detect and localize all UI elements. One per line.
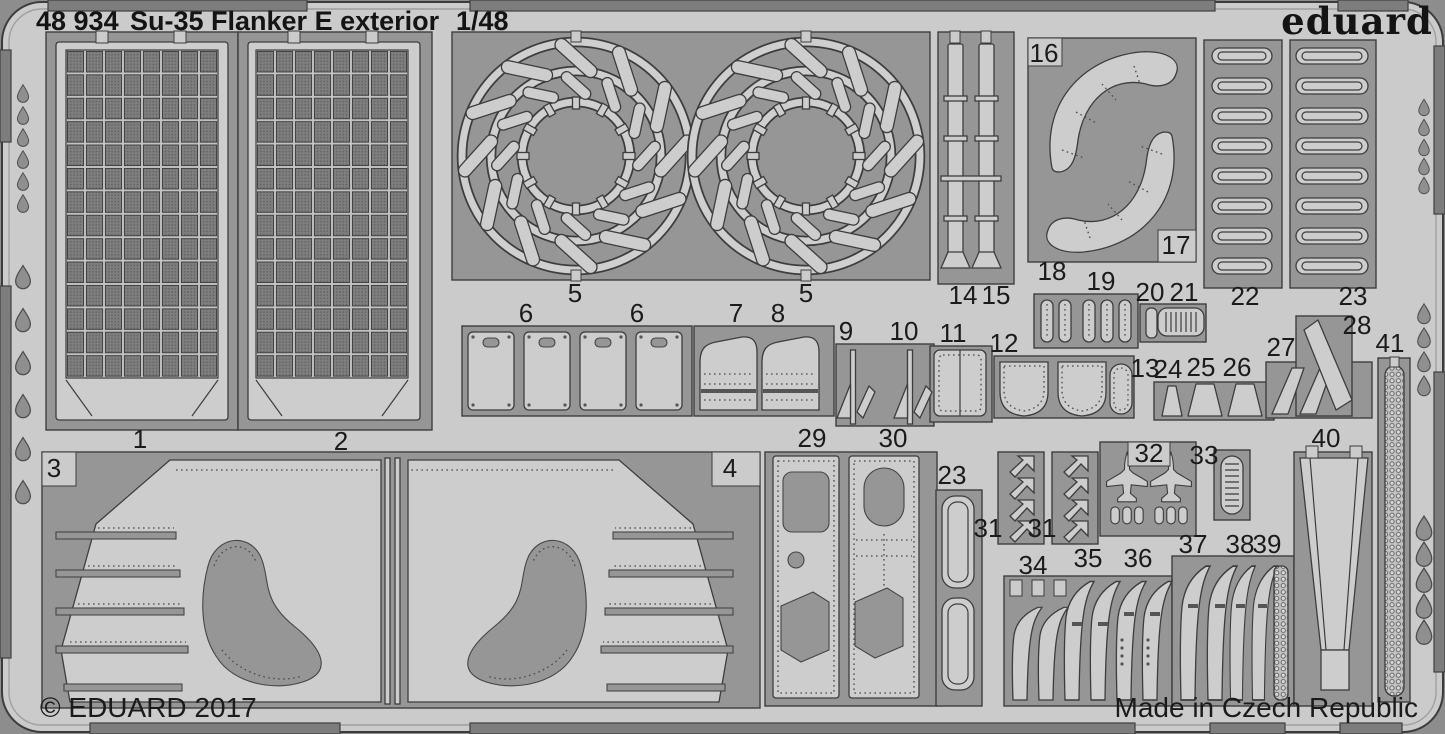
part-ribbed-21 bbox=[1157, 307, 1205, 337]
part-beaded-strip-41 bbox=[1384, 356, 1405, 697]
fan-tab bbox=[800, 30, 812, 43]
label-notch-17 bbox=[1157, 229, 1197, 263]
label-notch-32 bbox=[1127, 441, 1171, 467]
part-label-23b: 23 bbox=[938, 460, 967, 490]
part-label-30: 30 bbox=[879, 423, 908, 453]
part-label-31a: 31 bbox=[974, 513, 1003, 543]
part-label-33: 33 bbox=[1190, 440, 1219, 470]
made-in-text: Made in Czech Republic bbox=[1115, 692, 1419, 723]
label-notch-16 bbox=[1027, 37, 1063, 67]
part-door-30 bbox=[848, 455, 920, 699]
part-label-10: 10 bbox=[890, 316, 919, 346]
part-number-labels: 1 2 3 4 5 5 6 6 7 8 9 10 11 12 13 14 15 … bbox=[47, 38, 1405, 580]
part-label-31b: 31 bbox=[1028, 513, 1057, 543]
part-label-29: 29 bbox=[798, 423, 827, 453]
part-label-11: 11 bbox=[940, 318, 967, 348]
part-label-17: 17 bbox=[1162, 230, 1191, 260]
catalog-number: 48 934 bbox=[36, 6, 119, 36]
part-label-37: 37 bbox=[1179, 529, 1208, 559]
part-blades-37 bbox=[1179, 565, 1238, 701]
part-label-3: 3 bbox=[47, 453, 61, 483]
part-slats-18-19 bbox=[1040, 299, 1132, 343]
part-label-24: 24 bbox=[1154, 354, 1183, 384]
part-label-22: 22 bbox=[1231, 281, 1260, 311]
part-divider-strip bbox=[394, 457, 401, 705]
part-label-4: 4 bbox=[723, 453, 737, 483]
part-label-2: 2 bbox=[334, 426, 348, 456]
fan-tab bbox=[570, 269, 582, 282]
copyright-text: © EDUARD 2017 bbox=[40, 692, 257, 723]
part-panel-8 bbox=[761, 336, 820, 411]
part-label-35: 35 bbox=[1074, 543, 1103, 573]
part-beaded-strip-39 bbox=[1273, 565, 1289, 701]
scale-label: 1/48 bbox=[456, 6, 509, 36]
part-label-19: 19 bbox=[1087, 266, 1116, 296]
part-label-27: 27 bbox=[1267, 332, 1296, 362]
part-label-25: 25 bbox=[1187, 352, 1216, 382]
part-oval-13 bbox=[1109, 363, 1133, 415]
part-funnel-40 bbox=[1299, 445, 1369, 691]
part-label-13: 13 bbox=[1131, 353, 1160, 383]
part-label-16: 16 bbox=[1030, 38, 1059, 68]
part-label-6b: 6 bbox=[630, 298, 644, 328]
part-mesh-grille-2 bbox=[247, 30, 421, 421]
part-label-5b: 5 bbox=[799, 278, 813, 308]
part-label-18: 18 bbox=[1038, 256, 1067, 286]
part-blades-38 bbox=[1229, 565, 1279, 701]
part-label-9: 9 bbox=[839, 316, 853, 346]
fan-tab bbox=[800, 269, 812, 282]
part-label-6a: 6 bbox=[519, 298, 533, 328]
part-label-32: 32 bbox=[1135, 438, 1164, 468]
part-slat-20 bbox=[1145, 307, 1158, 339]
part-diagonal-28 bbox=[1303, 319, 1353, 411]
part-label-1: 1 bbox=[133, 424, 147, 454]
part-label-20: 20 bbox=[1136, 277, 1165, 307]
label-notch-3 bbox=[41, 451, 77, 487]
part-label-38: 38 bbox=[1226, 529, 1255, 559]
part-mesh-grille-1 bbox=[55, 30, 229, 421]
fan-tab bbox=[570, 30, 582, 43]
part-label-7: 7 bbox=[729, 298, 743, 328]
part-label-14: 14 bbox=[949, 280, 978, 310]
part-label-39: 39 bbox=[1253, 529, 1282, 559]
part-panel-11 bbox=[933, 349, 987, 417]
part-label-12: 12 bbox=[990, 328, 1019, 358]
part-panel-7 bbox=[699, 336, 758, 411]
part-label-34: 34 bbox=[1019, 550, 1048, 580]
part-blades-36 bbox=[1115, 580, 1173, 701]
part-label-23a: 23 bbox=[1339, 281, 1368, 311]
product-title: Su-35 Flanker E exterior bbox=[130, 6, 440, 36]
part-label-28: 28 bbox=[1343, 310, 1372, 340]
part-label-41: 41 bbox=[1376, 328, 1405, 358]
part-trapezoids-24-26 bbox=[1161, 383, 1263, 417]
label-notch-4 bbox=[711, 451, 761, 487]
part-label-40: 40 bbox=[1312, 423, 1341, 453]
part-label-26: 26 bbox=[1223, 352, 1252, 382]
part-slats-23-mid bbox=[941, 495, 975, 691]
part-label-8: 8 bbox=[771, 298, 785, 328]
part-ribbed-oval-33 bbox=[1220, 455, 1244, 515]
part-label-21: 21 bbox=[1170, 277, 1199, 307]
eduard-logo: eduard bbox=[1281, 0, 1433, 43]
part-door-29 bbox=[772, 455, 840, 699]
part-strips-14-15 bbox=[940, 30, 1002, 269]
part-blades-34 bbox=[1009, 579, 1069, 701]
part-blades-35 bbox=[1063, 580, 1121, 701]
part-label-36: 36 bbox=[1124, 543, 1153, 573]
part-label-15: 15 bbox=[982, 280, 1011, 310]
part-divider-strip bbox=[384, 457, 391, 705]
part-label-5a: 5 bbox=[568, 278, 582, 308]
